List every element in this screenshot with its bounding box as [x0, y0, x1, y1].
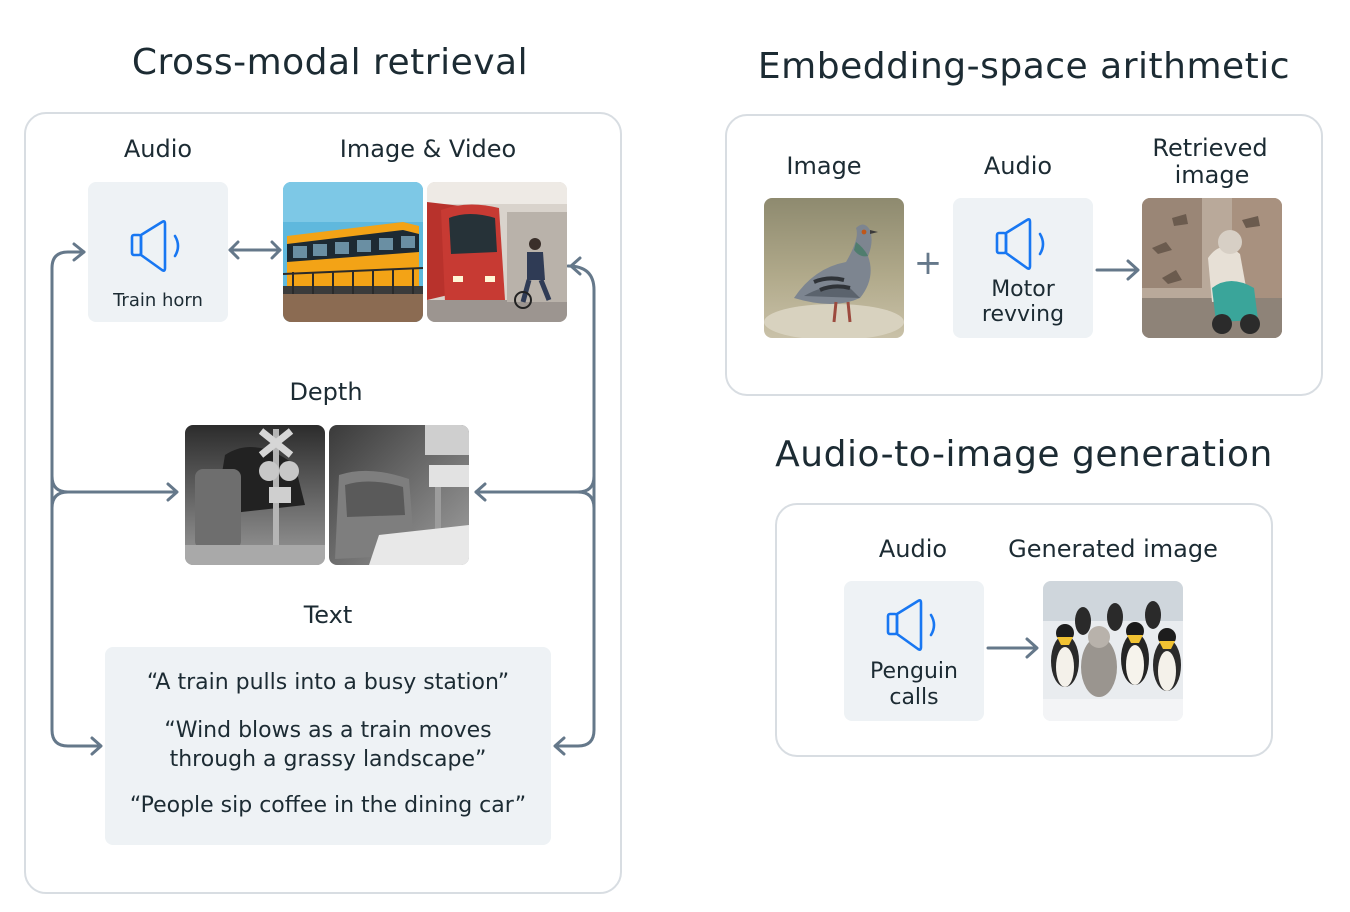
gen-audio-label: Audio: [878, 535, 948, 563]
train-horn-caption: Train horn: [113, 290, 203, 311]
text-caption-3: “People sip coffee in the dining car”: [129, 793, 527, 818]
gen-generated-label: Generated image: [1008, 535, 1218, 563]
plus-icon: +: [913, 243, 943, 283]
penguin-caption-1: Penguin: [870, 659, 958, 684]
cross-modal-title: Cross-modal retrieval: [131, 42, 529, 83]
depth-image-train: [329, 425, 469, 565]
penguin-calls-audio-tile[interactable]: Penguin calls: [844, 581, 984, 721]
text-caption-1: “A train pulls into a busy station”: [146, 670, 510, 695]
speaker-icon: [130, 220, 180, 272]
text-label: Text: [303, 601, 353, 629]
red-train-image: [427, 182, 567, 322]
train-horn-audio-tile[interactable]: Train horn: [88, 182, 228, 322]
arith-audio-label: Audio: [983, 152, 1053, 180]
text-caption-2a: “Wind blows as a train moves: [164, 718, 492, 743]
text-caption-2b: through a grassy landscape”: [169, 747, 487, 772]
retrieved-scooter-image: [1142, 198, 1282, 338]
motor-caption-1: Motor: [991, 277, 1055, 302]
motor-revving-audio-tile[interactable]: Motor revving: [953, 198, 1093, 338]
audio-label: Audio: [123, 135, 193, 163]
speaker-icon: [886, 599, 936, 651]
yellow-train-image: [283, 182, 423, 322]
depth-image-crossing: [185, 425, 325, 565]
arithmetic-title: Embedding-space arithmetic: [757, 46, 1291, 87]
arith-retrieved-label-2: image: [1174, 161, 1250, 189]
image-video-label: Image & Video: [339, 135, 517, 163]
depth-label: Depth: [289, 378, 363, 406]
pigeon-image: [764, 198, 904, 338]
arith-image-label: Image: [786, 152, 862, 180]
generated-penguins-image: [1043, 581, 1183, 721]
speaker-icon: [995, 218, 1045, 270]
arith-retrieved-label-1: Retrieved: [1152, 134, 1268, 162]
generation-title: Audio-to-image generation: [775, 434, 1273, 475]
text-captions-box: “A train pulls into a busy station” “Win…: [105, 647, 551, 845]
penguin-caption-2: calls: [889, 685, 939, 710]
motor-caption-2: revving: [981, 302, 1065, 327]
